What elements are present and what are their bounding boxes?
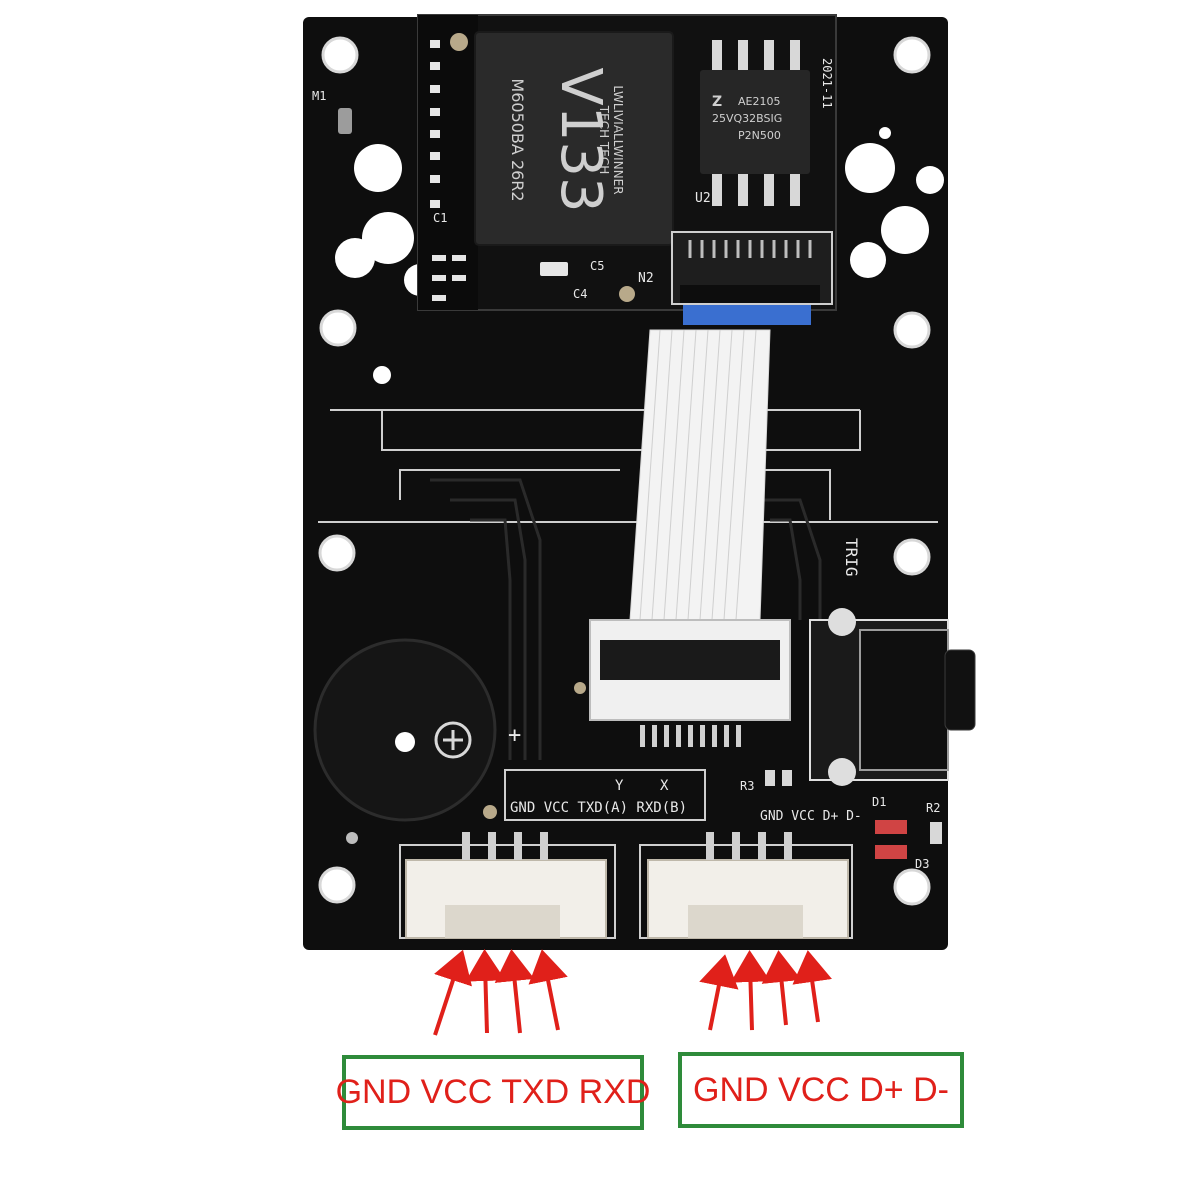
- v133-chip-line1: LWLIVIALLWINNER: [611, 85, 625, 194]
- silk-r2: R2: [926, 801, 940, 815]
- core-module: V133 LWLIVIALLWINNER TECH TECH M6050BA 2…: [417, 14, 837, 311]
- silk-d3: D3: [915, 857, 929, 871]
- fpc-connector: [574, 619, 791, 747]
- arrow-gnd-left: [433, 949, 473, 1036]
- v133-chip-title: V133: [548, 67, 613, 212]
- brand-logo-mark: Z: [712, 94, 722, 110]
- silk-left-pins: GND VCC TXD(A) RXD(B): [510, 800, 687, 816]
- arrow-rxd: [528, 949, 568, 1031]
- usb-pin-label: GND VCC D+ D-: [678, 1052, 964, 1128]
- trigger-switch: [809, 608, 976, 786]
- mounting-holes: [318, 36, 931, 906]
- flash-chip-line3: P2N500: [738, 129, 781, 142]
- silk-plus: +: [508, 723, 521, 748]
- cutout-holes: [335, 127, 944, 384]
- arrow-gnd-right: [699, 954, 739, 1031]
- silk-date: 2021-11: [820, 58, 834, 109]
- pcb-traces: [318, 409, 938, 523]
- silk-trig: TRIG: [842, 538, 861, 577]
- usb-connector: [639, 832, 853, 939]
- v133-chip: [474, 31, 674, 246]
- silk-x: X: [660, 778, 669, 794]
- status-leds: [875, 820, 907, 859]
- pin-arrows: [433, 949, 833, 1036]
- silk-c1: C1: [433, 211, 447, 225]
- silk-m1: M1: [312, 89, 326, 103]
- silk-r3: R3: [740, 779, 754, 793]
- ribbon-cable: [629, 305, 811, 621]
- v133-chip-line2: TECH TECH: [597, 105, 611, 174]
- arrow-dminus: [792, 950, 833, 1023]
- dark-traces: [430, 478, 822, 760]
- arrow-vcc-right: [730, 950, 771, 1031]
- serial-pin-label: GND VCC TXD RXD: [336, 1055, 650, 1130]
- flash-chip-line2: 25VQ32BSIG: [712, 112, 782, 125]
- silk-d1: D1: [872, 795, 886, 809]
- flash-chip-line1: AE2105: [738, 95, 780, 108]
- v133-chip-line3: M6050BA 26R2: [508, 78, 527, 201]
- silk-n2: N2: [638, 271, 654, 286]
- silk-right-pins: GND VCC D+ D-: [760, 809, 862, 824]
- silk-y: Y: [615, 778, 624, 794]
- arrow-vcc-left: [465, 949, 506, 1034]
- silk-c4: C4: [573, 287, 587, 301]
- arrow-txd: [494, 949, 535, 1034]
- arrow-dplus: [761, 950, 802, 1026]
- serial-connector: [399, 832, 616, 939]
- silk-u2: U2: [695, 191, 711, 206]
- flash-chip: AE2105 25VQ32BSIG P2N500 Z: [700, 40, 810, 206]
- silk-c5: C5: [590, 259, 604, 273]
- buzzer: [313, 638, 497, 822]
